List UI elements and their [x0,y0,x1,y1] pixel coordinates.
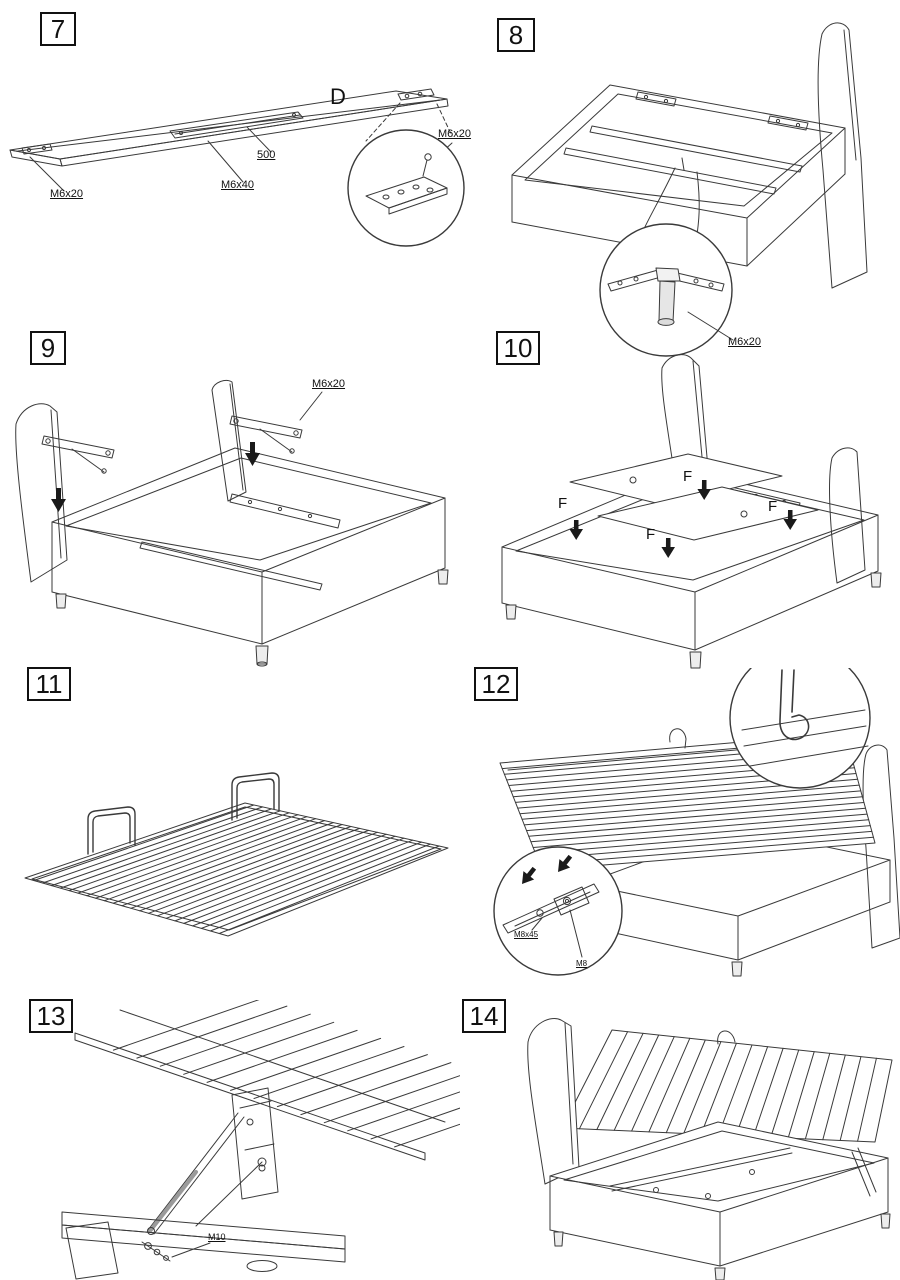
step-8-diagram [511,22,868,357]
panel-label-f-4: F [768,498,778,515]
detail-circle-center-leg [599,223,734,357]
hardware-label-m10: M10 [208,1232,226,1242]
step-7-diagram [9,88,465,247]
step-11-panel [0,668,470,1000]
bed-frame [51,379,449,667]
rail-part-d [9,88,449,167]
slats [112,1000,460,1148]
lift-mechanism [147,1087,279,1235]
panel-label-f-1: F [558,495,568,512]
floor-hole [246,1260,278,1272]
dimension-label-500: 500 [257,149,276,161]
step-8-number: 8 [497,18,535,52]
part-label-d: D [330,84,346,109]
down-arrows [51,442,260,512]
lid-slats [74,1000,460,1161]
slat-lid [561,1029,893,1143]
insert-arrows [522,854,573,885]
box-rail [61,1211,346,1280]
lift-bracket-right [229,415,303,454]
strap [669,728,687,749]
step-7-panel: D 500 M6x20 M6x40 M6x20 [0,0,472,330]
hardware-label-m8: M8 [576,959,588,968]
hardware-label-m6x20-detail: M6x20 [438,128,472,140]
step-12-panel: M8x45 M8 [470,668,900,1000]
hardware-label-m6x40: M6x40 [221,179,255,191]
screw-stack [141,1241,171,1262]
step-9-number: 9 [30,331,66,365]
step-13-panel: M10 [0,1000,460,1280]
headboard-left [527,1018,580,1185]
floor-panels-f [569,453,819,541]
leader-line [299,391,323,421]
slat-base [24,802,449,937]
leader-line [171,1242,211,1258]
handles [87,772,280,855]
step-14-number: 14 [462,999,506,1033]
detail-circle-hinge [493,846,623,976]
storage-box [549,1121,891,1280]
detail-connector [365,102,453,142]
panel-label-f-3: F [646,526,656,543]
step-14-panel [460,1000,900,1280]
strap [717,1030,736,1045]
step-10-diagram [501,354,882,669]
step-8-panel: M6x20 [470,0,900,380]
gas-strut [851,1147,877,1197]
panel-label-f-2: F [683,468,693,485]
headboard-wing-right [862,744,900,949]
detail-circle-bracket [347,129,465,247]
hardware-label-m6x20-step9: M6x20 [312,378,346,390]
hardware-label-m8x45: M8x45 [514,930,539,939]
step-10-panel: F F F F [470,330,900,670]
step-7-number: 7 [40,12,76,46]
step-13-diagram [61,1000,460,1280]
step-12-number: 12 [474,667,518,701]
slats [33,804,440,934]
lift-bracket-left [41,435,115,474]
left-wing-panel [15,403,68,583]
hardware-label-m6x20-step8: M6x20 [728,336,762,348]
down-arrows [569,480,797,558]
step-9-diagram [15,379,449,667]
step-11-diagram [24,772,449,937]
step-13-number: 13 [29,999,73,1033]
step-10-number: 10 [496,331,540,365]
step-11-number: 11 [27,667,71,701]
step-14-diagram [527,1018,893,1280]
hardware-label-m6x20-left: M6x20 [50,188,84,200]
step-9-panel: M6x20 [0,330,470,675]
step-12-diagram [493,668,900,977]
detail-circle-strap [729,668,871,789]
headboard-wing-right [817,22,868,289]
slats [578,1031,877,1142]
